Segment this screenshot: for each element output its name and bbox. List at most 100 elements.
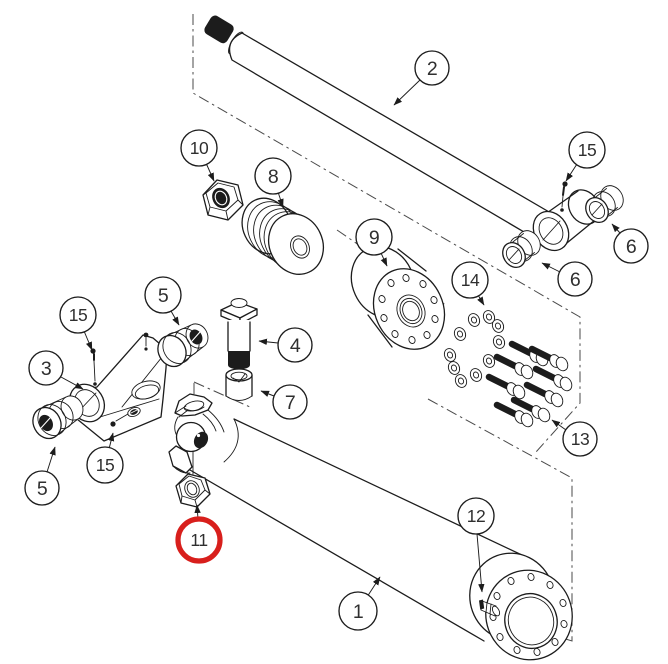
- leader-line: [258, 338, 279, 346]
- callout-number: 8: [268, 166, 278, 188]
- cylinder-head-clevis: [168, 393, 225, 475]
- washer: [491, 319, 505, 333]
- callout-number: 15: [69, 305, 87, 325]
- highlight-circle: [175, 516, 223, 564]
- piston-hole: [402, 274, 410, 282]
- callout-11-highlighted: 11: [175, 504, 223, 564]
- washer-hole: [457, 377, 465, 385]
- washer: [482, 310, 496, 324]
- leader-line: [611, 223, 621, 234]
- leader-line: [477, 294, 485, 306]
- callout-number: 6: [626, 236, 636, 258]
- piston-hole: [380, 314, 388, 322]
- callout-circle: [277, 327, 313, 363]
- leader-line: [170, 310, 180, 326]
- part-piston-9: [350, 245, 446, 350]
- piston-hole: [419, 280, 427, 288]
- washer-hole: [446, 351, 454, 359]
- callout-number: 12: [467, 506, 485, 526]
- callout-circle: [457, 497, 495, 535]
- piston-hole: [431, 315, 439, 323]
- leader-line: [60, 376, 84, 390]
- flange-hole: [493, 592, 501, 600]
- washer-hole: [495, 338, 503, 346]
- callout-10: 10: [180, 129, 218, 182]
- part-bushing-5-bottom: [32, 395, 84, 440]
- part-bushing-6-left: [502, 230, 541, 268]
- leader-line: [393, 79, 421, 106]
- callout-circle: [613, 228, 649, 264]
- grease-zerk-rod-eye: [560, 181, 568, 212]
- washer-hole: [472, 371, 480, 379]
- part-rod: [204, 15, 557, 243]
- callout-15: 15: [59, 296, 97, 351]
- callout-8: 8: [254, 157, 292, 208]
- washer: [467, 313, 481, 327]
- washer: [482, 354, 496, 368]
- leader-line: [277, 191, 284, 208]
- part-pin-4: [220, 298, 258, 373]
- callout-circle: [338, 591, 378, 631]
- flange-hole: [546, 581, 554, 589]
- callout-number: 10: [190, 138, 209, 158]
- part-gland-8: [241, 197, 325, 275]
- leader-line: [565, 163, 578, 182]
- callout-circle: [24, 470, 60, 506]
- callout-circle: [144, 276, 182, 314]
- callout-number: 5: [158, 285, 169, 307]
- callout-15: 15: [86, 432, 124, 484]
- washer: [469, 368, 483, 382]
- callout-number: 9: [369, 227, 379, 249]
- callout-circle: [355, 218, 393, 256]
- callout-circle: [28, 350, 64, 386]
- hex-bolt: [485, 373, 526, 400]
- piston-hole: [387, 279, 395, 287]
- piston-hole: [430, 296, 438, 304]
- callout-6: 6: [541, 261, 593, 297]
- piston-hole: [408, 336, 416, 344]
- leader-line: [476, 533, 485, 593]
- callout-circle: [562, 421, 598, 457]
- callout-number: 15: [96, 455, 114, 475]
- callout-5: 5: [24, 446, 60, 506]
- callout-circle: [414, 50, 450, 86]
- leader-line: [107, 432, 115, 450]
- callout-number: 2: [427, 58, 437, 80]
- part-bushing-5-top: [157, 323, 209, 368]
- callout-15: 15: [565, 131, 606, 182]
- flange-hole: [559, 599, 567, 607]
- flange-hole: [560, 620, 568, 628]
- part-bolts-13: [485, 340, 573, 428]
- leader-line: [541, 262, 561, 273]
- washer-hole: [470, 316, 478, 324]
- leader-line: [366, 576, 381, 598]
- callout-circle: [557, 261, 593, 297]
- flange-hole: [496, 633, 504, 641]
- callout-1: 1: [338, 576, 381, 631]
- hex-bolt: [510, 396, 551, 423]
- part-nut-10: [202, 179, 244, 221]
- washer-hole: [494, 322, 502, 330]
- callout-number: 13: [571, 429, 589, 449]
- leader-line: [380, 252, 388, 267]
- leader-line: [260, 390, 275, 397]
- flange-hole: [551, 638, 559, 646]
- callout-circle: [59, 296, 97, 334]
- callout-number: 14: [461, 270, 480, 290]
- callout-2: 2: [393, 50, 450, 106]
- set-screw-bracket-top: [143, 332, 149, 347]
- callout-number: 7: [285, 392, 295, 414]
- callout-circle: [86, 446, 124, 484]
- flange-hole: [513, 646, 521, 654]
- callout-13: 13: [551, 419, 598, 457]
- part-fitting-12: [479, 599, 501, 617]
- piston-hole: [378, 295, 386, 303]
- callout-number: 5: [37, 478, 48, 500]
- callout-number: 1: [353, 601, 363, 623]
- washer: [447, 361, 461, 375]
- callout-circle: [272, 384, 308, 420]
- leader-line: [46, 446, 56, 473]
